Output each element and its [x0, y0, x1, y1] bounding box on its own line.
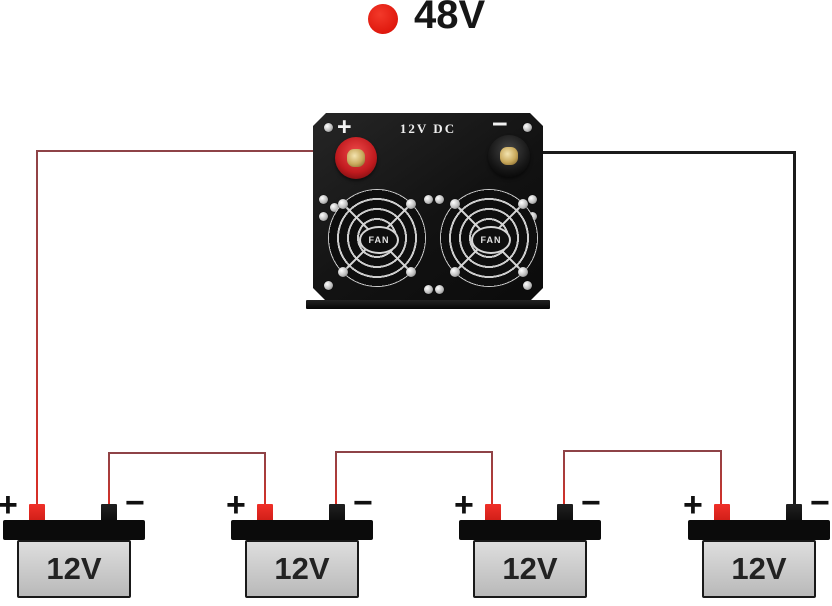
jumper1-vertical-left [108, 452, 110, 505]
jumper2-vertical-right [491, 451, 493, 505]
total-voltage-label: 48V [414, 0, 486, 37]
battery-voltage-label: 12V [274, 551, 330, 586]
battery-negative-terminal [557, 504, 573, 522]
screw-icon [324, 123, 333, 132]
plus-sign: + [0, 486, 18, 524]
battery-body: 12V [17, 540, 131, 598]
battery-voltage-label: 12V [502, 551, 558, 586]
screw-icon [424, 195, 433, 204]
minus-sign: − [353, 484, 373, 522]
screw-icon [319, 195, 328, 204]
minus-sign: − [125, 484, 145, 522]
screw-icon [450, 267, 460, 277]
battery-voltage-label: 12V [46, 551, 102, 586]
screw-icon [518, 267, 528, 277]
wire-positive-horizontal [37, 150, 357, 152]
battery-2: + − 12V [226, 484, 373, 600]
inverter-model-label: 12V DC [399, 121, 457, 136]
screw-icon [338, 267, 348, 277]
screw-icon [518, 199, 528, 209]
screw-icon [450, 199, 460, 209]
battery-body: 12V [473, 540, 587, 598]
battery-top-bar [3, 520, 145, 540]
battery-3: + − 12V [454, 484, 601, 600]
screw-icon [330, 203, 339, 212]
cooling-fan-left: FAN [328, 189, 426, 287]
screw-icon [528, 195, 537, 204]
battery-positive-terminal [485, 504, 501, 522]
screw-icon [406, 267, 416, 277]
wire-negative-horizontal [509, 151, 796, 154]
minus-sign: − [810, 484, 830, 522]
jumper1-horizontal [108, 452, 266, 454]
jumper2-vertical-left [335, 451, 337, 505]
plus-sign: + [226, 486, 246, 524]
inverter-mounting-rail [306, 300, 550, 309]
screw-icon [324, 281, 333, 290]
power-inverter: + 12V DC − FAN [313, 113, 543, 301]
screw-icon [523, 123, 532, 132]
inverter-minus-label: − [492, 109, 508, 139]
terminal-nut [500, 147, 518, 165]
screw-icon [338, 199, 348, 209]
minus-sign: − [581, 484, 601, 522]
screw-icon [424, 285, 433, 294]
jumper2-horizontal [335, 451, 493, 453]
cooling-fan-right: FAN [440, 189, 538, 287]
jumper3-horizontal [563, 450, 722, 452]
wire-negative-vertical [793, 151, 796, 505]
jumper1-vertical-right [264, 452, 266, 505]
wire-positive-vertical [36, 150, 38, 505]
battery-4: + − 12V [683, 484, 830, 600]
fan-hub-label: FAN [471, 226, 511, 254]
red-dot-indicator [368, 4, 398, 34]
inverter-plus-label: + [337, 113, 352, 141]
battery-positive-terminal [714, 504, 730, 522]
plus-sign: + [454, 486, 474, 524]
battery-body: 12V [702, 540, 816, 598]
battery-voltage-label: 12V [731, 551, 787, 586]
fan-hub-label: FAN [359, 226, 399, 254]
battery-positive-terminal [29, 504, 45, 522]
battery-negative-terminal [329, 504, 345, 522]
screw-icon [435, 285, 444, 294]
battery-negative-terminal [101, 504, 117, 522]
screw-icon [319, 212, 328, 221]
screw-icon [406, 199, 416, 209]
terminal-nut [347, 149, 365, 167]
battery-top-bar [459, 520, 601, 540]
jumper3-vertical-right [720, 450, 722, 505]
battery-top-bar [231, 520, 373, 540]
plus-sign: + [683, 486, 703, 524]
inverter-negative-terminal [488, 135, 530, 177]
inverter-positive-terminal [335, 137, 377, 179]
battery-positive-terminal [257, 504, 273, 522]
battery-1: + − 12V [0, 484, 145, 600]
screw-icon [435, 195, 444, 204]
battery-negative-terminal [786, 504, 802, 522]
battery-body: 12V [245, 540, 359, 598]
screw-icon [523, 281, 532, 290]
jumper3-vertical-left [563, 450, 565, 505]
battery-top-bar [688, 520, 830, 540]
